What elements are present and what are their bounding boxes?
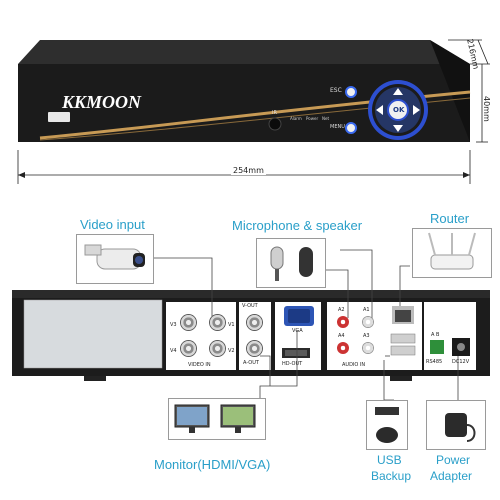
audio-a1-jack (362, 316, 374, 328)
usb-backup-label-1: USB (377, 453, 402, 467)
hd-out-label: HD-OUT (282, 361, 303, 367)
a2-label: A2 (338, 307, 345, 313)
audio-a2-jack (337, 316, 349, 328)
v-out-label: V-OUT (242, 303, 258, 309)
net-label: Net (322, 116, 330, 121)
audio-in-label: AUDIO IN (342, 362, 366, 368)
router-photo (412, 228, 492, 278)
audio-a4-jack (337, 342, 349, 354)
v1-label: V1 (228, 322, 235, 328)
router-label: Router (430, 211, 470, 226)
power-label: Power (306, 116, 319, 121)
a3-label: A3 (363, 333, 370, 339)
ir-label: IR (272, 110, 277, 116)
power-adapter-photo (426, 400, 486, 450)
monitor-photo (168, 398, 266, 440)
video-in-v2-jack (209, 340, 226, 357)
usb-backup-photo (366, 400, 408, 450)
v-out-jack (246, 314, 263, 331)
power-adapter-label-2: Adapter (430, 469, 473, 483)
monitor-label: Monitor(HDMI/VGA) (154, 457, 271, 472)
a4-label: A4 (338, 333, 345, 339)
a-out-label: A-OUT (243, 360, 259, 366)
mic-speaker-photo (256, 238, 326, 288)
rs485-label: RS485 (426, 359, 443, 365)
video-in-v3-jack (180, 314, 197, 331)
brand-logo: KKMOON (62, 92, 142, 112)
a-out-jack (246, 340, 263, 357)
camera-photo (76, 234, 154, 284)
ab-label: A B (431, 332, 440, 338)
video-input-label: Video input (80, 217, 145, 232)
height-dimension: 40mm (482, 96, 491, 122)
dc12v-label: DC12V (452, 359, 470, 365)
width-dimension: 254mm (231, 166, 266, 175)
v2-label: V2 (228, 348, 235, 354)
video-in-v4-jack (180, 340, 197, 357)
esc-label: ESC (330, 87, 342, 94)
audio-a3-jack (362, 342, 374, 354)
ok-label: OK (393, 106, 405, 114)
menu-label: MENU (330, 124, 345, 130)
a1-label: A1 (363, 307, 370, 313)
usb-backup-label-2: Backup (371, 469, 412, 483)
power-adapter-label-1: Power (436, 453, 471, 467)
v4-label: V4 (170, 348, 177, 354)
v3-label: V3 (170, 322, 177, 328)
video-in-v1-jack (209, 314, 226, 331)
mic-speaker-label: Microphone & speaker (232, 218, 363, 233)
alarm-label: Alarm (290, 116, 302, 121)
vga-label: VGA (292, 328, 303, 334)
video-in-label: VIDEO IN (188, 362, 211, 368)
